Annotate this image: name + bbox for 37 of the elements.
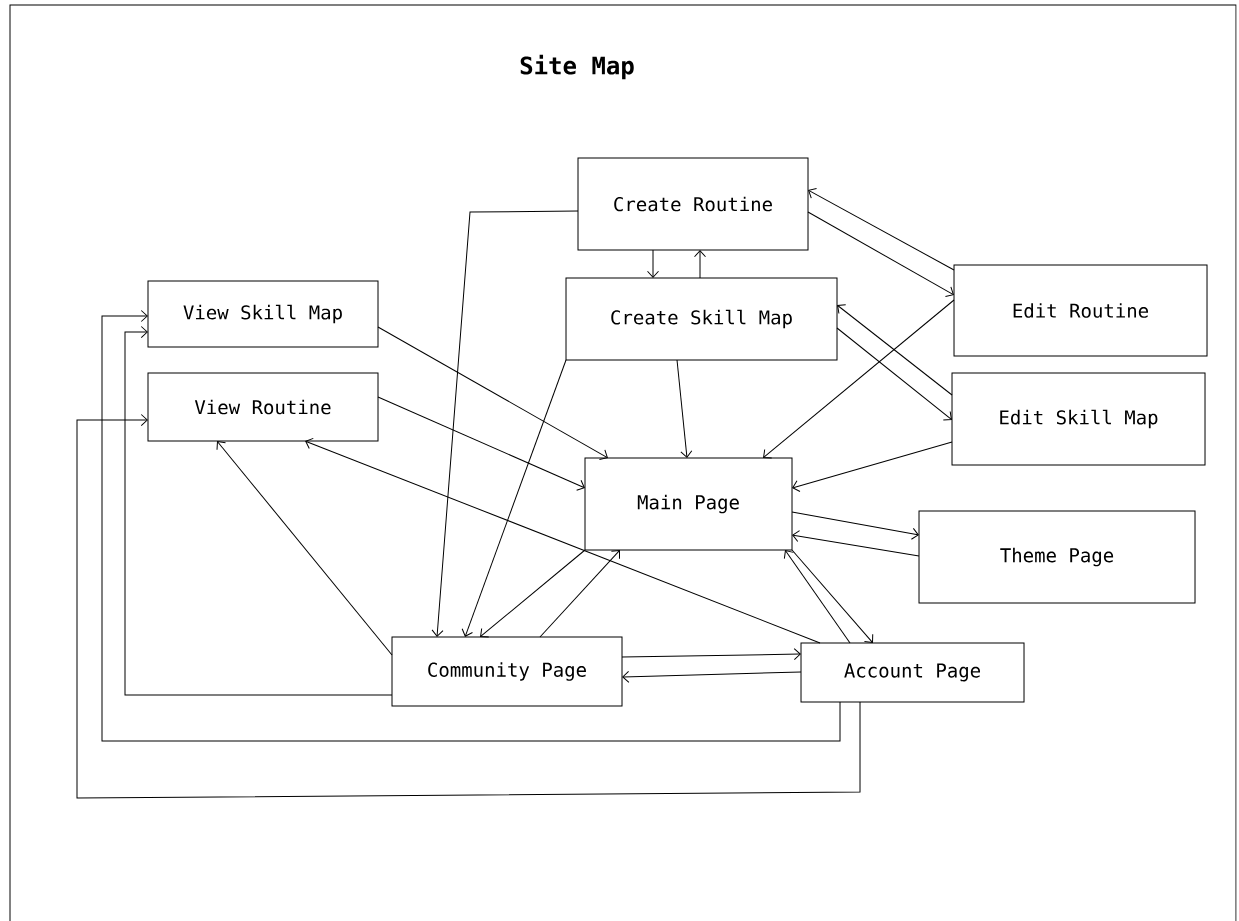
arrow — [808, 187, 955, 271]
page-box: Theme Page — [918, 510, 1196, 604]
title: Site Map — [520, 54, 634, 80]
page-box: Main Page — [584, 457, 793, 551]
page-box: Create Skill Map — [565, 277, 838, 361]
arrow — [791, 511, 919, 540]
arrow — [792, 441, 953, 492]
page-box: Account Page — [800, 642, 1025, 703]
arrow — [377, 326, 608, 460]
arrow — [377, 396, 585, 491]
arrow — [763, 299, 955, 459]
page-box: Community Page — [391, 636, 623, 707]
arrow — [305, 437, 821, 644]
arrow — [647, 249, 659, 278]
arrow — [621, 648, 801, 661]
arrow — [694, 250, 706, 279]
arrow — [461, 359, 567, 637]
page-box: View Routine — [147, 372, 379, 442]
arrow — [783, 550, 851, 644]
arrow — [807, 211, 954, 297]
arrow — [837, 304, 953, 396]
arrow — [431, 210, 579, 637]
arrow — [792, 530, 920, 557]
arrow — [622, 670, 802, 683]
page-box: Create Routine — [577, 157, 809, 251]
arrow — [101, 310, 841, 742]
arrow — [480, 549, 586, 638]
arrow — [76, 414, 861, 799]
arrow — [836, 327, 952, 421]
arrow — [216, 441, 393, 656]
page-box: View Skill Map — [147, 280, 379, 348]
arrow — [124, 326, 393, 696]
page-box: Edit Skill Map — [951, 372, 1206, 466]
arrow — [539, 550, 620, 638]
arrow — [676, 359, 693, 458]
arrow — [791, 549, 874, 643]
page-box: Edit Routine — [953, 264, 1208, 357]
